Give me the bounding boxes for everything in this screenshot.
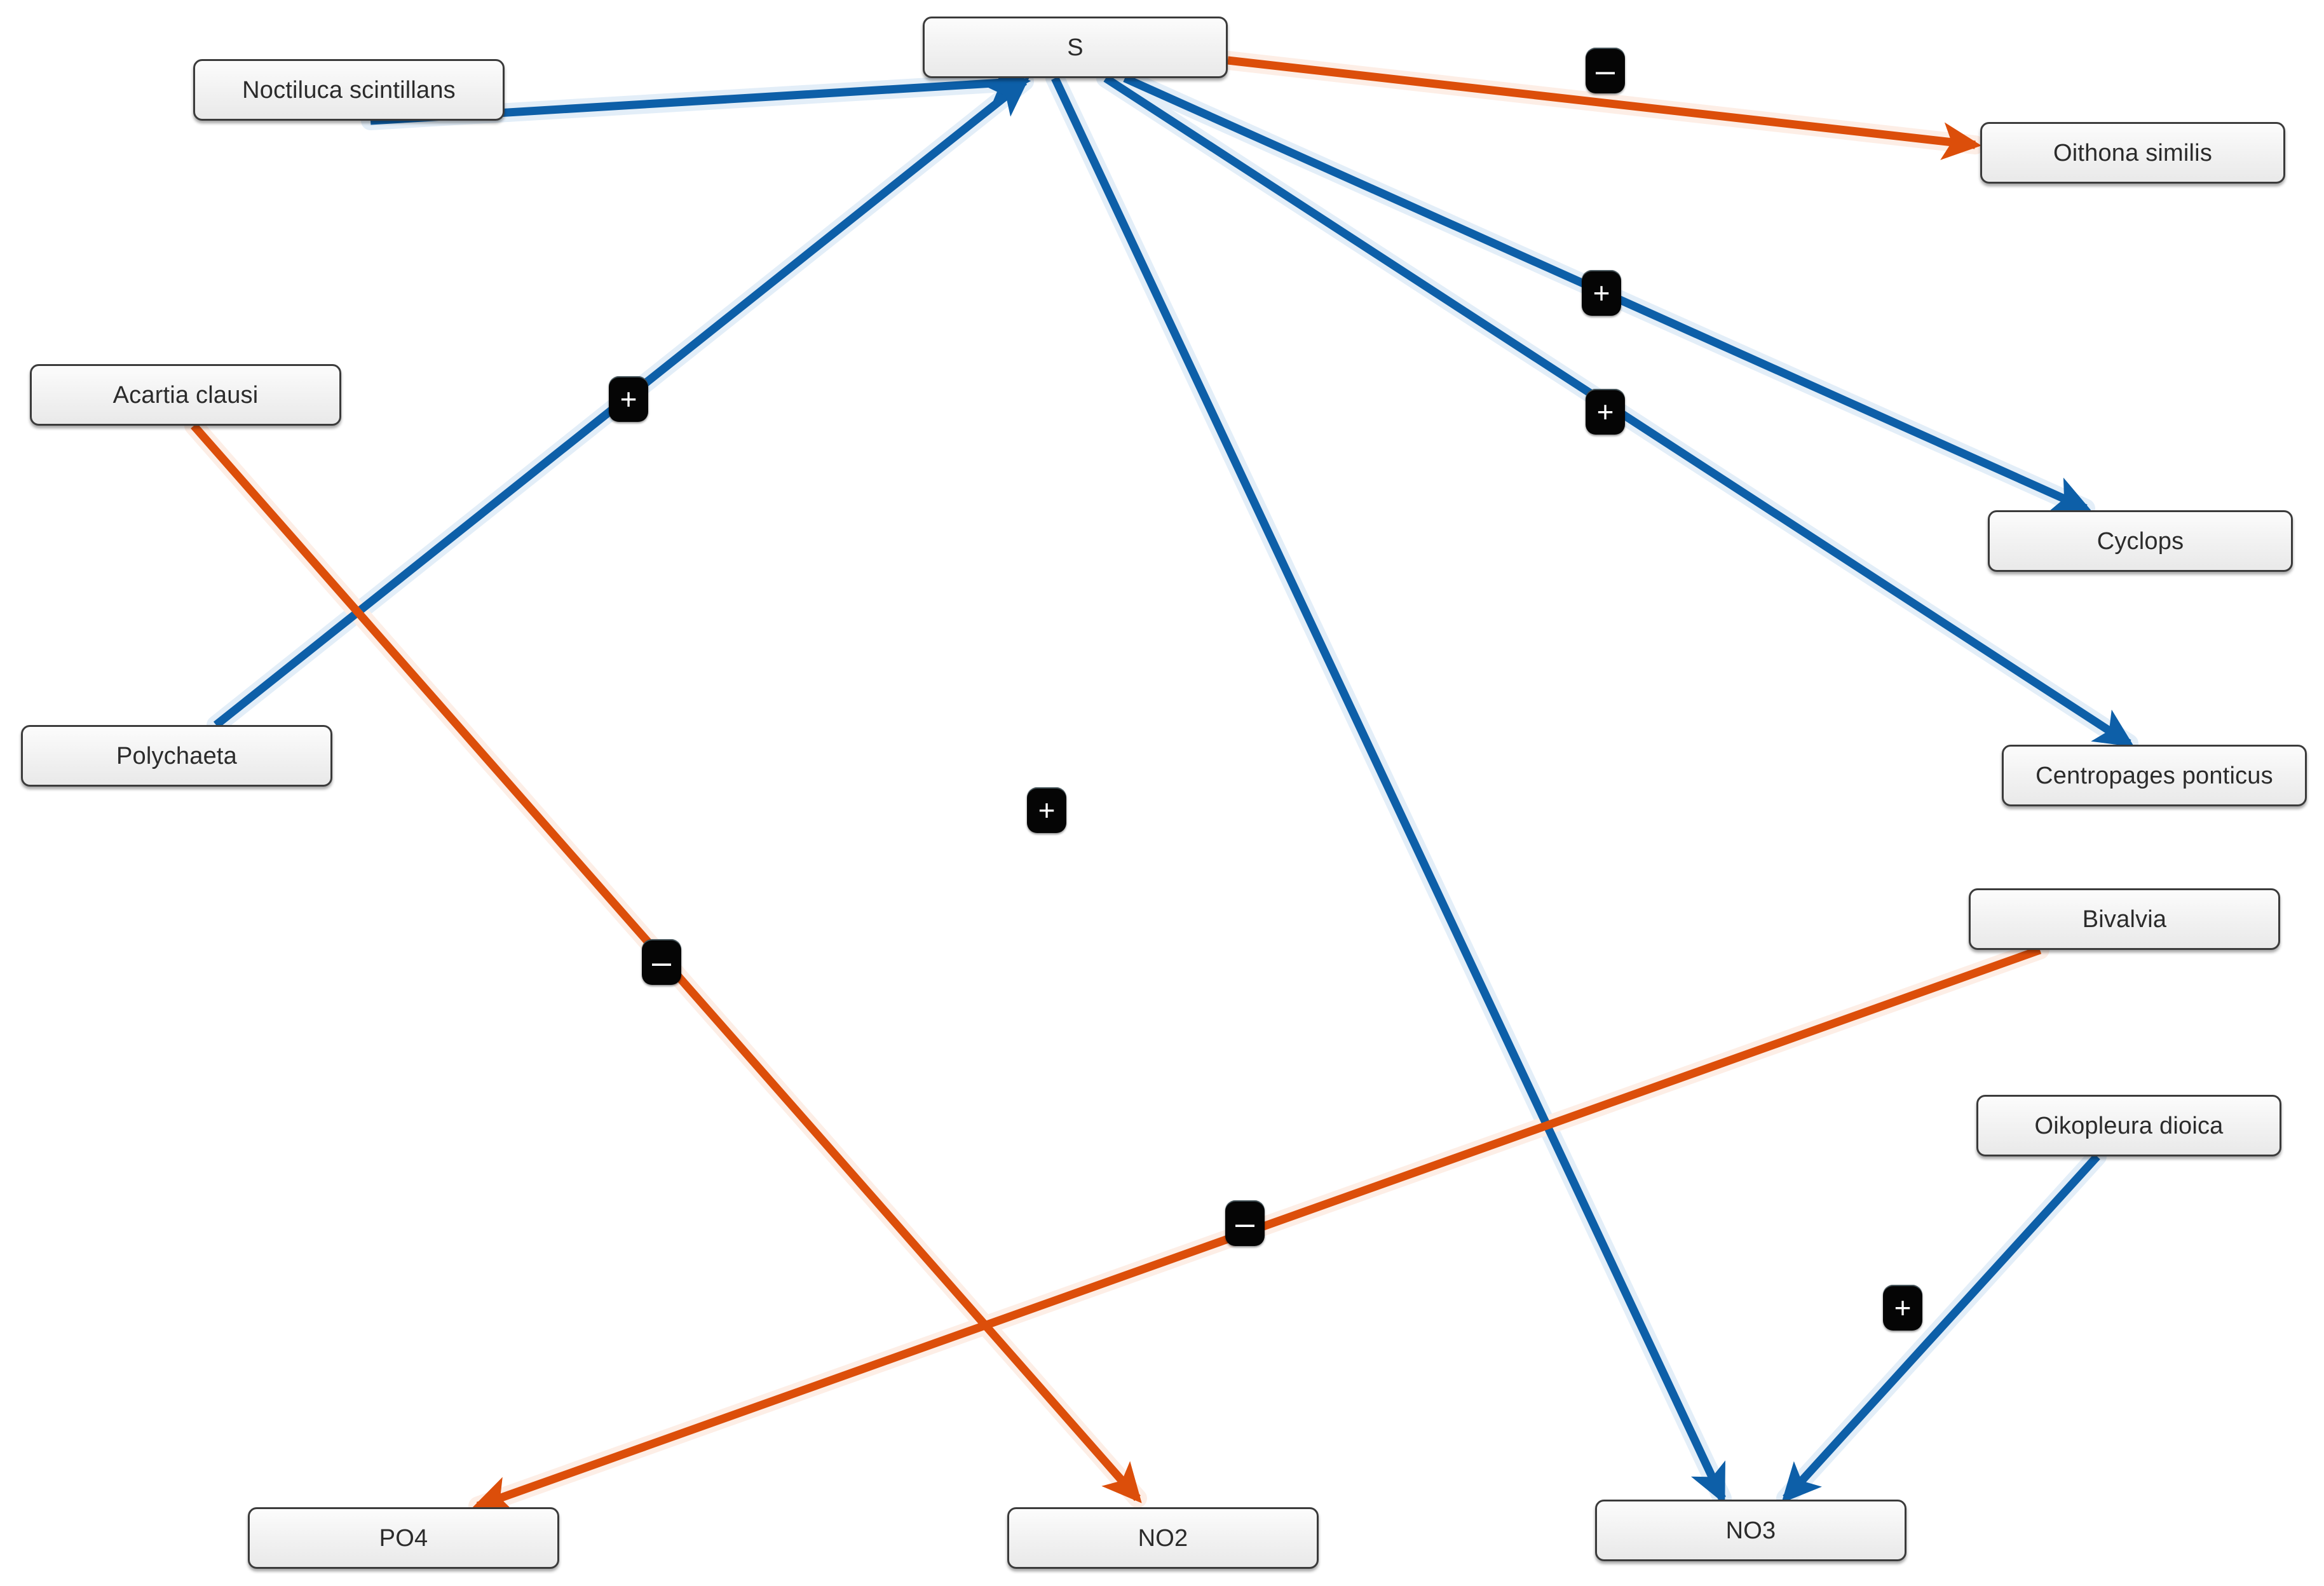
node-no2[interactable]: NO2 — [1007, 1507, 1319, 1569]
node-label: Centropages ponticus — [2035, 762, 2273, 789]
node-label: Oikopleura dioica — [2034, 1112, 2224, 1139]
node-label: Bivalvia — [2082, 905, 2167, 933]
node-bivalvia[interactable]: Bivalvia — [1969, 888, 2280, 950]
node-oikopleura[interactable]: Oikopleura dioica — [1976, 1095, 2281, 1156]
node-s[interactable]: S — [923, 17, 1228, 78]
node-polychaeta[interactable]: Polychaeta — [21, 725, 332, 787]
badge-symbol: + — [620, 383, 637, 416]
badge-symbol: – — [1235, 1204, 1255, 1242]
node-oithona[interactable]: Oithona similis — [1980, 122, 2285, 184]
minus-sign-badge[interactable]: – — [1586, 48, 1625, 93]
badge-symbol: – — [651, 943, 672, 981]
node-label: NO3 — [1725, 1517, 1776, 1544]
node-label: PO4 — [379, 1524, 428, 1552]
node-po4[interactable]: PO4 — [248, 1507, 559, 1569]
badge-symbol: + — [1038, 794, 1056, 827]
plus-sign-badge[interactable]: + — [609, 376, 648, 422]
node-label: Cyclops — [2096, 527, 2184, 555]
node-label: Oithona similis — [2053, 139, 2213, 166]
node-label: Noctiluca scintillans — [242, 76, 456, 104]
node-noctiluca[interactable]: Noctiluca scintillans — [193, 59, 505, 121]
badge-symbol: + — [1593, 276, 1610, 309]
plus-sign-badge[interactable]: + — [1582, 270, 1621, 316]
badge-symbol: + — [1596, 395, 1614, 428]
edge-s-to-oithona[interactable]: s - oithona — [1227, 56, 1982, 160]
plus-sign-badge[interactable]: + — [1883, 1285, 1922, 1331]
badge-symbol: – — [1595, 51, 1615, 90]
node-label: Acartia clausi — [112, 381, 259, 409]
node-label: S — [1067, 34, 1084, 61]
node-acartia[interactable]: Acartia clausi — [30, 364, 341, 426]
edge-oikopleura-to-no3[interactable]: oikopleura + no3 — [1781, 1153, 2100, 1503]
edge-line-group: noctiluca + spolychaeta + ss - oithonas … — [191, 56, 2135, 1513]
node-label: NO2 — [1138, 1524, 1188, 1552]
plus-sign-badge[interactable]: + — [1027, 787, 1066, 833]
edge-s-to-no3[interactable]: s + no3 — [1051, 76, 1726, 1505]
badge-symbol: + — [1894, 1291, 1912, 1324]
node-cyclops[interactable]: Cyclops — [1988, 510, 2293, 572]
edge-halo-group — [184, 51, 2138, 1515]
plus-sign-badge[interactable]: + — [1586, 389, 1625, 435]
minus-sign-badge[interactable]: – — [1225, 1200, 1265, 1246]
node-centropages[interactable]: Centropages ponticus — [2002, 745, 2307, 806]
node-no3[interactable]: NO3 — [1595, 1500, 1906, 1561]
minus-sign-badge[interactable]: – — [642, 939, 681, 985]
node-label: Polychaeta — [116, 742, 237, 769]
